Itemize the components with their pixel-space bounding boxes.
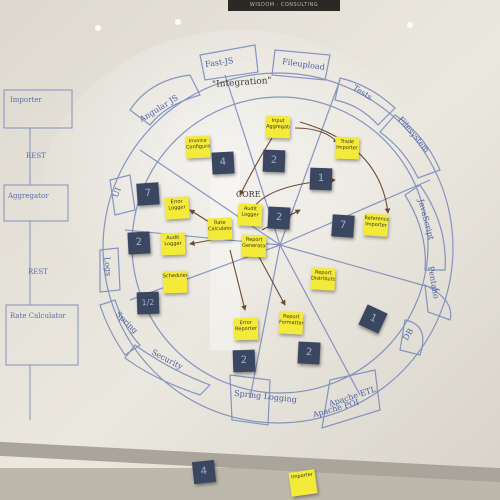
core-title: CORE [236,190,261,199]
wall-sign: WISDOM · CONSULTING [228,0,340,11]
dark-sticky-note: 2 [127,231,151,255]
sticky-note: Input Aggregator [265,115,291,139]
board-tray [0,441,500,483]
dark-sticky-note: 4 [191,459,217,485]
dark-sticky-note: 2 [267,206,291,230]
left-label: Rate Calculator [10,312,66,320]
dark-sticky-note: 4 [211,151,235,175]
sticky-note: Rate Calculator [207,217,233,241]
dark-sticky-note: 2 [232,349,256,373]
sticky-note: Audit Logger [160,232,186,256]
sticky-note: Report Generator [241,234,267,258]
left-flow-sketch [3,89,79,420]
left-label: REST [28,268,48,276]
sticky-note: Trade Importer [334,136,360,160]
sticky-note: Reference Importer [363,213,389,237]
left-label: Importer [10,96,42,104]
dark-sticky-note: 7 [331,214,355,238]
sticky-note: Error Logger [164,196,190,220]
dark-sticky-note: 1 [309,167,333,191]
dark-sticky-note: 1/2 [136,291,160,315]
sticky-note: Invoice Configurator [185,135,211,159]
dark-sticky-note: 2 [262,149,286,173]
left-label: Aggregator [8,192,49,200]
sticky-note: Scheduler [162,270,188,294]
sticky-note: Report Formatter [278,311,304,335]
sticky-note: Error Reporter [233,317,259,341]
dark-sticky-note: 2 [297,341,321,365]
left-label: REST [26,152,46,160]
sticky-note: Report Distributor [310,267,336,291]
ring-label: Logs [102,256,114,277]
sticky-note: Audit Logger [237,203,263,227]
dark-sticky-note: 7 [136,182,160,206]
sticky-note: Importer [288,469,318,497]
